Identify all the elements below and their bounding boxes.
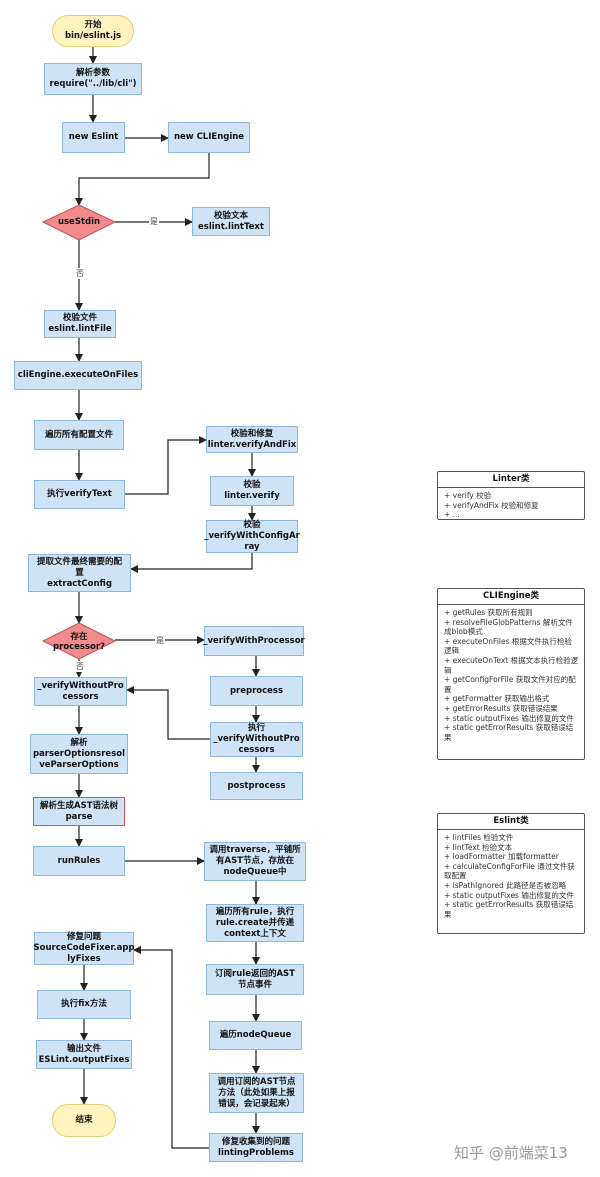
class-item: + getRules 获取所有规则 (444, 608, 533, 617)
class-item: + static outputFixes 输出修复的文件 (444, 890, 574, 900)
class-item: + lintText 检验文本 (444, 842, 513, 852)
node-start: 开始 bin/eslint.js (52, 15, 134, 47)
node-subscribe-ast: 订阅rule返回的AST 节点事件 (206, 964, 304, 995)
node-parse-options: 解析 parserOptionsresol veParserOptions (30, 734, 128, 774)
edge-label-yes-processor: 是 (155, 635, 165, 646)
node-use-stdin: useStdin (57, 217, 101, 227)
class-item: + ... (444, 510, 460, 520)
class-item: + static getErrorResults 获取错误结果 (444, 900, 574, 919)
class-item: + lintFiles 检验文件 (444, 833, 514, 842)
node-new-eslint: new Eslint (62, 122, 125, 153)
edge-newcli-stdin (75, 153, 210, 206)
edge-label-yes-stdin: 是 (149, 216, 159, 227)
decision-use-stdin-shape (41, 204, 117, 241)
node-run-rules: runRules (33, 846, 125, 876)
node-end: 结束 (52, 1104, 116, 1137)
node-verify-and-fix: 校验和修复 linter.verifyAndFix (206, 426, 298, 453)
node-preprocess: preprocess (210, 676, 303, 706)
node-traverse-queue: 遍历nodeQueue (209, 1021, 302, 1050)
node-output-files: 输出文件 ESLint.outputFixes (36, 1040, 132, 1069)
node-extract-config: 提取文件最终需要的配 置 extractConfig (28, 554, 131, 592)
node-fix-problems: 修复问题 SourceCodeFixer.app lyFixes (33, 932, 135, 965)
watermark: 知乎 @前端菜13 (454, 1144, 568, 1162)
node-traverse-configs: 遍历所有配置文件 (34, 420, 124, 450)
node-new-cliengine: new CLIEngine (168, 122, 250, 153)
class-item: + verifyAndFix 校验和修复 (444, 500, 539, 510)
node-verify-without-processors: _verifyWithoutPro cessors (34, 677, 127, 706)
node-parse-args: 解析参数 require("../lib/cli") (44, 63, 142, 95)
class-item: + static outputFixes 输出修复的文件 (444, 713, 574, 723)
class-item: + executeOnText 根据文本执行检验逻辑 (444, 655, 579, 675)
class-box-linter: Linter类 + verify 校验 + verifyAndFix 校验和修复… (437, 471, 585, 520)
class-title-linter: Linter类 (438, 472, 584, 488)
node-execute-on-files: cliEngine.executeOnFiles (14, 361, 142, 390)
class-item: + getConfigForFile 获取文件对应的配置 (444, 675, 576, 694)
node-verify-with-processor: _verifyWithProcessor (203, 626, 305, 656)
decision-has-processor-shape (41, 622, 117, 660)
node-postprocess: postprocess (210, 772, 303, 800)
class-item: + verify 校验 (444, 491, 492, 500)
edge-label-no-stdin: 否 (75, 268, 85, 279)
class-title-eslint: Eslint类 (438, 814, 584, 830)
class-item: + static getErrorResults 获取错误结果 (444, 723, 574, 742)
node-traverse-rules: 遍历所有rule，执行 rule.create并传递 context上下文 (206, 904, 304, 942)
class-item: + getFormatter 获取输出格式 (444, 694, 550, 704)
node-lint-text: 校验文本 eslint.lintText (192, 207, 270, 236)
node-lint-file: 校验文件 eslint.lintFile (44, 310, 116, 338)
node-fix-linting: 修复收集到的问题 lintingProblems (209, 1133, 303, 1162)
edge-label-no-processor: 否 (75, 661, 85, 672)
class-item: + calculateConfigForFile 通过文件获取配置 (444, 861, 575, 881)
node-parse-ast: 解析生成AST语法树 parse (33, 797, 125, 826)
node-has-processor: 存在 processor? (52, 632, 105, 652)
class-item: + isPathIgnored 此路径是否被忽略 (444, 880, 567, 890)
node-exec-verify-without: 执行 _verifyWithoutPro cessors (210, 722, 303, 757)
node-linter-verify: 校验 linter.verify (210, 476, 294, 506)
class-box-cliengine: CLIEngine类 + getRules 获取所有规则 + resolveFi… (437, 588, 585, 760)
node-call-ast-methods: 调用订阅的AST节点 方法（此处如果上报 错误，会记录起来） (209, 1073, 304, 1113)
node-verify-text: 执行verifyText (34, 480, 125, 509)
edge-exec-without (126, 686, 210, 740)
node-verify-with-config-array: 校验 _verifyWithConfigAr ray (204, 520, 300, 553)
node-exec-fix: 执行fix方法 (37, 990, 131, 1019)
class-item: + resolveFileGlobPatterns 解析文件成blob模式 (444, 617, 573, 637)
class-item: + executeOnFiles 根据文件执行检验逻辑 (444, 636, 572, 656)
class-item: + getErrorResults 获取错误结果 (444, 703, 558, 713)
class-item: + loadFormatter 加载formatter (444, 852, 559, 862)
edge-config-extract (130, 553, 253, 573)
edge-verifytext-fix (125, 436, 207, 495)
node-traverse-ast: 调用traverse，平铺所 有AST节点，存放在 nodeQueue中 (204, 842, 306, 881)
class-title-cliengine: CLIEngine类 (438, 589, 584, 605)
edge-linting-fixproblems (133, 946, 209, 1149)
class-box-eslint: Eslint类 + lintFiles 检验文件 + lintText 检验文本… (437, 813, 585, 934)
